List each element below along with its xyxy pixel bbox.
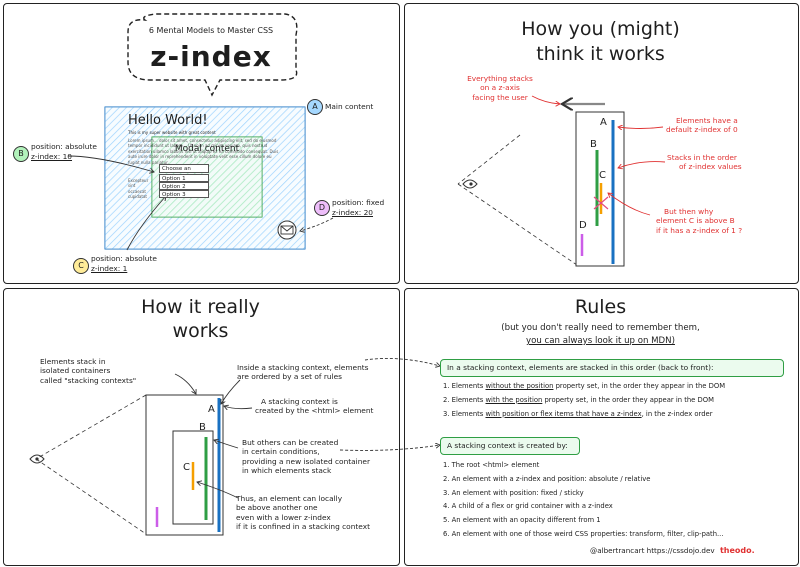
credit-text: @albertrancart https://cssdojo.dev — [590, 546, 715, 555]
banner-bubble — [127, 13, 298, 97]
badge-c: C — [73, 258, 89, 274]
label-a: A — [208, 404, 215, 415]
webpage-paragraph: Lorem ipsum... dolor sit amet, consectet… — [128, 138, 279, 165]
webpage-paragraph-2: Excepteur sint occaecat cupidatat non pr… — [128, 178, 149, 199]
label-b: B — [199, 422, 206, 433]
note-above: Thus, an element can locally be above an… — [236, 494, 370, 532]
brand-logo: theodo. — [719, 546, 755, 555]
note-html: A stacking context is created by the <ht… — [255, 397, 374, 416]
note-order: Stacks in the order of z-index values — [667, 153, 742, 172]
badge-d-line1: position: fixed — [332, 198, 385, 207]
banner-title: z-index — [150, 40, 272, 73]
badge-b: B — [13, 146, 29, 162]
created-item: 2. An element with a z-index and positio… — [443, 474, 651, 483]
option-item[interactable]: Option 1 — [159, 174, 209, 182]
badge-a-label: Main content — [325, 102, 374, 111]
badge-b-line1: position: absolute — [31, 142, 97, 151]
label-c: C — [183, 462, 190, 473]
option-select[interactable]: Choose an option ⌄ — [159, 164, 209, 181]
note-why: But then why element C is above B if it … — [656, 207, 743, 235]
note-others: But others can be created in certain con… — [242, 438, 371, 476]
q3-title-line2: works — [172, 320, 229, 342]
credit: @albertrancart https://cssdojo.dev theod… — [590, 546, 755, 555]
note-default-z: Elements have a default z-index of 0 — [666, 116, 738, 135]
note-z-axis: Everything stacks on a z-axis facing the… — [467, 74, 533, 102]
created-item: 3. An element with position: fixed / sti… — [443, 488, 584, 497]
created-item: 5. An element with an opacity different … — [443, 516, 601, 525]
q3-title-line1: How it really — [141, 296, 260, 318]
created-item: 1. The root <html> element — [443, 461, 540, 469]
created-item: 4. A child of a flex or grid container w… — [443, 502, 613, 511]
q4-subtitle-line2: you can always look it up on MDN) — [526, 336, 675, 346]
order-item-2: 2. Elements with the position property s… — [443, 395, 714, 404]
badge-c-line2: z-index: 1 — [91, 264, 128, 273]
option-item[interactable]: Option 2 — [159, 182, 209, 190]
created-item: 6. An element with one of those weird CS… — [443, 529, 724, 538]
webpage-heading: Hello World! — [128, 113, 208, 128]
order-item-3: 3. Elements with position or flex items … — [443, 409, 713, 418]
label-d: D — [579, 220, 587, 231]
modal-title: Modal content — [174, 144, 240, 154]
stacking-context-box: A stacking context is created by: — [440, 437, 580, 455]
note-rules: Inside a stacking context, elements are … — [237, 363, 369, 382]
panel-bottom-left — [3, 288, 400, 566]
stacking-order-list: 1. Elements without the position propert… — [443, 382, 793, 418]
q4-subtitle-line1: (but you don't really need to remember t… — [501, 323, 700, 333]
banner-subtitle: 6 Mental Models to Master CSS — [148, 26, 274, 35]
badge-d-line2: z-index: 20 — [332, 208, 374, 217]
badge-c-line1: position: absolute — [91, 254, 157, 263]
badge-d: D — [314, 200, 330, 216]
panel-top-left — [3, 3, 400, 284]
note-isolated: Elements stack in isolated containers ca… — [40, 357, 137, 385]
panel-top-right — [404, 3, 799, 284]
badge-b-line2: z-index: 10 — [31, 152, 73, 161]
label-b: B — [590, 139, 597, 150]
q4-title: Rules — [574, 296, 627, 318]
panel-bottom-right — [404, 288, 799, 566]
webpage-intro: This is my super website with great cont… — [128, 130, 216, 135]
q2-title-line2: think it works — [536, 43, 665, 65]
webpage-frame — [104, 106, 306, 250]
stacking-order-box: In a stacking context, elements are stac… — [440, 359, 784, 377]
label-c: C — [599, 170, 606, 181]
badge-a: A — [307, 99, 323, 115]
label-a: A — [600, 117, 607, 128]
option-item[interactable]: Option 3 — [159, 190, 209, 198]
created-by-list: 1. The root <html> element 2. An element… — [443, 461, 793, 539]
order-item-1: 1. Elements without the position propert… — [443, 382, 726, 390]
q2-title-line1: How you (might) — [521, 18, 680, 40]
mail-icon — [278, 221, 296, 239]
